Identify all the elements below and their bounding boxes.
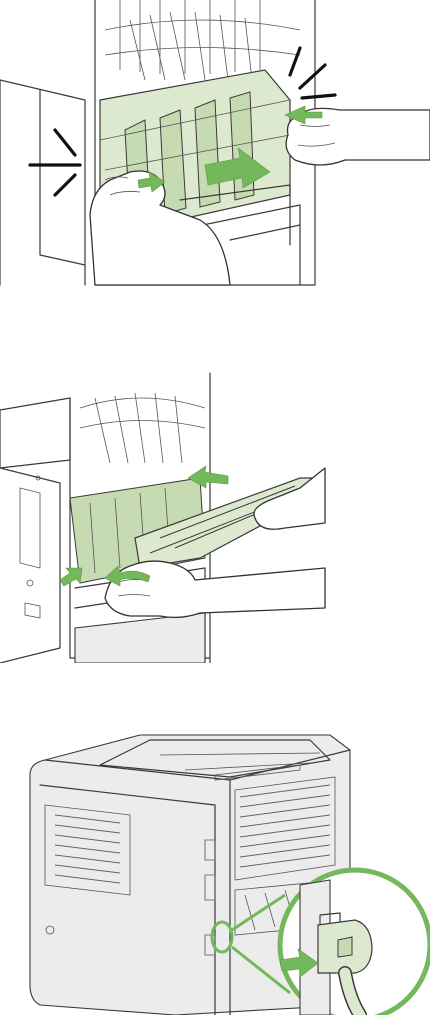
figure-connect-power-cord: [0, 715, 430, 1015]
printer-side-panel: [0, 80, 85, 285]
rear-door-illustration: [0, 368, 430, 663]
power-cord-illustration: [0, 715, 430, 1015]
power-port-zoom: [280, 870, 430, 1015]
figure-duplex-unit-install: [0, 0, 430, 290]
printer-top-corner: [0, 398, 70, 468]
figure-rear-door-install: [0, 368, 430, 663]
click-burst-icon: [30, 130, 80, 195]
click-burst-icon: [290, 48, 335, 98]
left-hand: [105, 561, 325, 617]
push-arrow-icon: [60, 568, 82, 586]
duplex-install-illustration: [0, 0, 430, 290]
